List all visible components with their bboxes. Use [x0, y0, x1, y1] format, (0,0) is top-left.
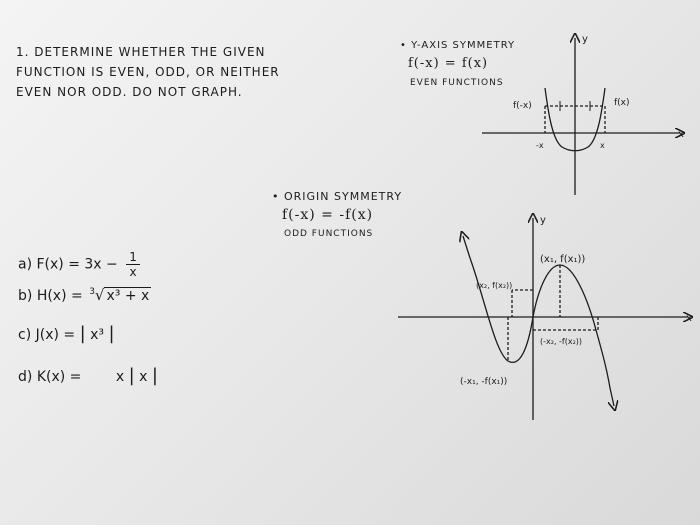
problem-a-fraction: 1 x: [126, 250, 140, 279]
problem-a: a) F(x) = 3x − 1 x: [18, 250, 140, 279]
problem-b-radicand: x³ + x: [104, 287, 152, 304]
question-line-1: 1. DETERMINE WHETHER THE GIVEN: [16, 45, 266, 59]
abs-bar-left-icon: |: [79, 323, 86, 344]
y-symmetry-subtitle: EVEN FUNCTIONS: [410, 78, 504, 88]
odd-function-graph: [398, 218, 688, 420]
y-symmetry-title: • Y-AXIS SYMMETRY: [400, 40, 516, 51]
even-left-label: f(-x): [513, 101, 532, 111]
even-neg-tick-label: -x: [536, 141, 544, 150]
problem-b-label: b): [18, 288, 33, 304]
odd-point-3-label: (-x₂, -f(x₂)): [540, 337, 582, 346]
abs-bar-left-icon: |: [128, 365, 135, 386]
odd-y-label: y: [540, 215, 546, 226]
odd-left-arrow: [463, 236, 471, 259]
problem-d-x: x: [115, 369, 125, 385]
y-symmetry-equation: f(-x) = f(x): [408, 56, 489, 71]
even-y-label: y: [582, 34, 588, 45]
problem-c-label: c): [18, 327, 32, 343]
origin-symmetry-subtitle: ODD FUNCTIONS: [284, 229, 374, 239]
problem-d-lhs: K(x) =: [36, 369, 82, 385]
problem-a-numerator: 1: [126, 250, 140, 265]
problem-d-abs: x: [139, 369, 148, 385]
odd-cubic-curve: [469, 257, 611, 389]
problem-d: d) K(x) = x | x |: [18, 365, 158, 386]
origin-symmetry-equation: f(-x) = -f(x): [282, 207, 374, 223]
even-function-graph: [482, 38, 680, 195]
problem-b: b) H(x) = 3√x³ + x: [18, 286, 152, 304]
even-right-label: f(x): [614, 98, 630, 108]
odd-point-1-label: (x₁, f(x₁)): [540, 254, 585, 265]
abs-bar-right-icon: |: [151, 365, 158, 386]
problem-c-abs: x³: [90, 327, 105, 343]
odd-right-arrow: [610, 387, 614, 406]
even-x-label: x: [678, 129, 684, 140]
odd-point-2-label: (x₂, f(x₂)): [476, 281, 512, 290]
even-parabola-curve: [544, 87, 606, 152]
problem-a-denominator: x: [129, 265, 137, 279]
problem-b-root-index: 3: [89, 287, 95, 298]
problem-a-label: a): [18, 256, 33, 273]
problem-b-lhs: H(x) =: [36, 288, 83, 304]
abs-bar-right-icon: |: [108, 323, 115, 344]
problem-a-lhs: F(x) = 3x −: [36, 256, 118, 273]
origin-symmetry-title: • ORIGIN SYMMETRY: [272, 190, 403, 203]
question-line-3: EVEN NOR ODD. DO NOT GRAPH.: [16, 85, 243, 99]
odd-x-label: x: [686, 313, 692, 324]
problem-d-label: d): [18, 369, 33, 385]
problem-c-lhs: J(x) =: [35, 327, 76, 343]
question-block: 1. DETERMINE WHETHER THE GIVEN FUNCTION …: [16, 42, 280, 102]
radical-sign-icon: √: [94, 286, 105, 304]
question-line-2: FUNCTION IS EVEN, ODD, OR NEITHER: [16, 65, 280, 79]
problem-c: c) J(x) = | x³ |: [18, 323, 115, 344]
even-pos-tick-label: x: [600, 141, 605, 150]
odd-point-4-label: (-x₁, -f(x₁)): [460, 377, 507, 387]
